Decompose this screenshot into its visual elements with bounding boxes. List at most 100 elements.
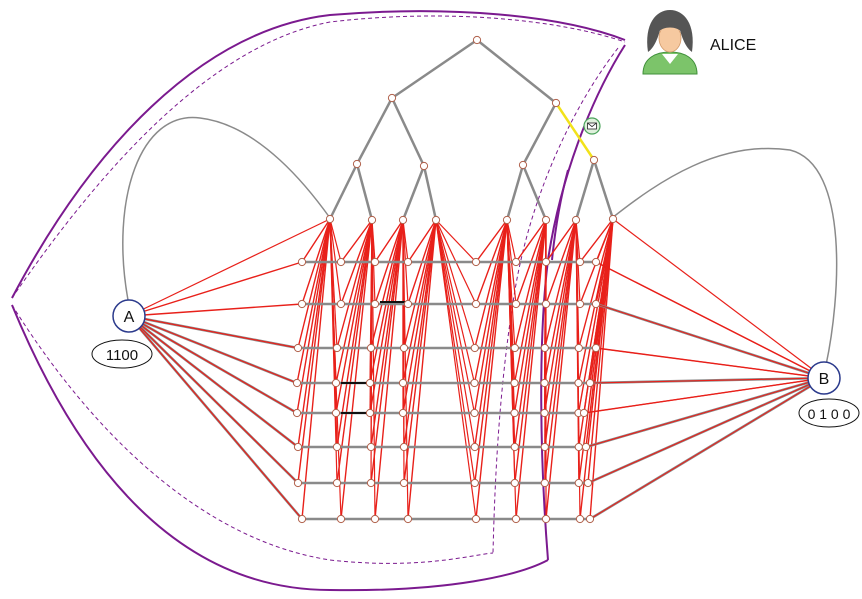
tree-node[interactable] (551, 98, 561, 108)
grid-node[interactable] (470, 442, 479, 452)
grid-node[interactable] (293, 343, 303, 353)
grid-node[interactable] (292, 378, 302, 388)
red-link (371, 219, 376, 520)
grid-node[interactable] (540, 478, 549, 488)
grid-node[interactable] (574, 478, 583, 488)
red-link (475, 219, 508, 263)
tree-leaf-node[interactable] (398, 215, 408, 225)
endpoint-b-link (583, 377, 825, 414)
grid-node[interactable] (336, 257, 346, 267)
endpoint-b[interactable]: B (807, 361, 841, 395)
grid-node[interactable] (336, 514, 346, 524)
grid-node[interactable] (398, 408, 408, 418)
grid-node[interactable] (511, 514, 521, 524)
envelope-icon[interactable] (583, 117, 601, 135)
grid-node[interactable] (575, 299, 585, 309)
grid-node[interactable] (366, 478, 376, 488)
grid-node[interactable] (370, 299, 380, 309)
grid-node[interactable] (370, 257, 380, 267)
grid-node[interactable] (540, 442, 549, 452)
red-link (545, 219, 577, 520)
user-avatar-icon[interactable] (642, 10, 698, 75)
grid-node[interactable] (470, 408, 479, 418)
grid-node[interactable] (583, 478, 593, 488)
tree-node[interactable] (419, 161, 429, 171)
grid-node[interactable] (470, 378, 479, 388)
red-link (407, 219, 437, 263)
grid-node[interactable] (297, 514, 307, 524)
grid-node[interactable] (510, 478, 519, 488)
grid-node[interactable] (292, 408, 302, 418)
grid-node[interactable] (366, 442, 376, 452)
grid-node[interactable] (541, 257, 551, 267)
grid-node[interactable] (511, 299, 521, 309)
grid-node[interactable] (471, 299, 481, 309)
grid-node[interactable] (579, 408, 589, 418)
grid-node[interactable] (399, 343, 409, 353)
grid-node[interactable] (511, 257, 521, 267)
red-link (473, 219, 508, 384)
endpoint-b-link (612, 218, 825, 379)
grid-node[interactable] (471, 514, 481, 524)
grid-node[interactable] (541, 299, 551, 309)
red-link (296, 218, 331, 414)
grid-node[interactable] (365, 378, 375, 388)
endpoint-a[interactable]: A (112, 299, 146, 333)
tree-leaf-node[interactable] (502, 215, 512, 225)
grid-node[interactable] (331, 378, 341, 388)
grid-node[interactable] (540, 378, 549, 388)
grid-node[interactable] (470, 478, 479, 488)
grid-node[interactable] (293, 478, 303, 488)
grid-node[interactable] (332, 478, 342, 488)
grid-node[interactable] (403, 514, 413, 524)
grid-node[interactable] (585, 514, 595, 524)
grid-node[interactable] (336, 299, 346, 309)
grid-node[interactable] (575, 257, 585, 267)
grid-node[interactable] (471, 257, 481, 267)
grid-node[interactable] (585, 378, 595, 388)
grid-node[interactable] (540, 408, 549, 418)
grid-node[interactable] (540, 343, 549, 353)
grid-node[interactable] (510, 378, 519, 388)
tree-leaf-node[interactable] (431, 215, 441, 225)
grid-node[interactable] (403, 257, 413, 267)
grid-node[interactable] (332, 343, 342, 353)
grid-node[interactable] (398, 378, 408, 388)
grid-node[interactable] (331, 408, 341, 418)
grid-node[interactable] (591, 299, 601, 309)
grid-node[interactable] (403, 299, 413, 309)
grid-node[interactable] (297, 299, 307, 309)
grid-node[interactable] (591, 257, 601, 267)
tree-node[interactable] (589, 155, 599, 165)
grid-node[interactable] (575, 514, 585, 524)
tree-leaf-node[interactable] (325, 214, 335, 224)
grid-node[interactable] (399, 442, 409, 452)
grid-node[interactable] (574, 343, 583, 353)
tree-leaf-node[interactable] (571, 215, 581, 225)
grid-node[interactable] (332, 442, 342, 452)
tree-node[interactable] (472, 35, 482, 45)
grid-node[interactable] (510, 408, 519, 418)
grid-node[interactable] (581, 442, 591, 452)
tree-leaf-node[interactable] (541, 215, 551, 225)
tree-node[interactable] (387, 93, 397, 103)
endpoint-b-link (595, 303, 825, 379)
tree-node[interactable] (352, 159, 362, 169)
grid-node[interactable] (470, 343, 479, 353)
grid-node[interactable] (510, 442, 519, 452)
grid-node[interactable] (399, 478, 409, 488)
grid-node[interactable] (510, 343, 519, 353)
tree-leaf-node[interactable] (608, 214, 618, 224)
grid-node[interactable] (591, 343, 601, 353)
tree-node[interactable] (518, 160, 528, 170)
grid-node[interactable] (293, 442, 303, 452)
tree-leaf-node[interactable] (367, 215, 377, 225)
grid-node[interactable] (366, 343, 376, 353)
grid-node[interactable] (370, 514, 380, 524)
grid-node[interactable] (365, 408, 375, 418)
grid-node[interactable] (297, 257, 307, 267)
grid-node[interactable] (541, 514, 551, 524)
grid-node[interactable] (574, 442, 583, 452)
grid-node[interactable] (574, 378, 583, 388)
